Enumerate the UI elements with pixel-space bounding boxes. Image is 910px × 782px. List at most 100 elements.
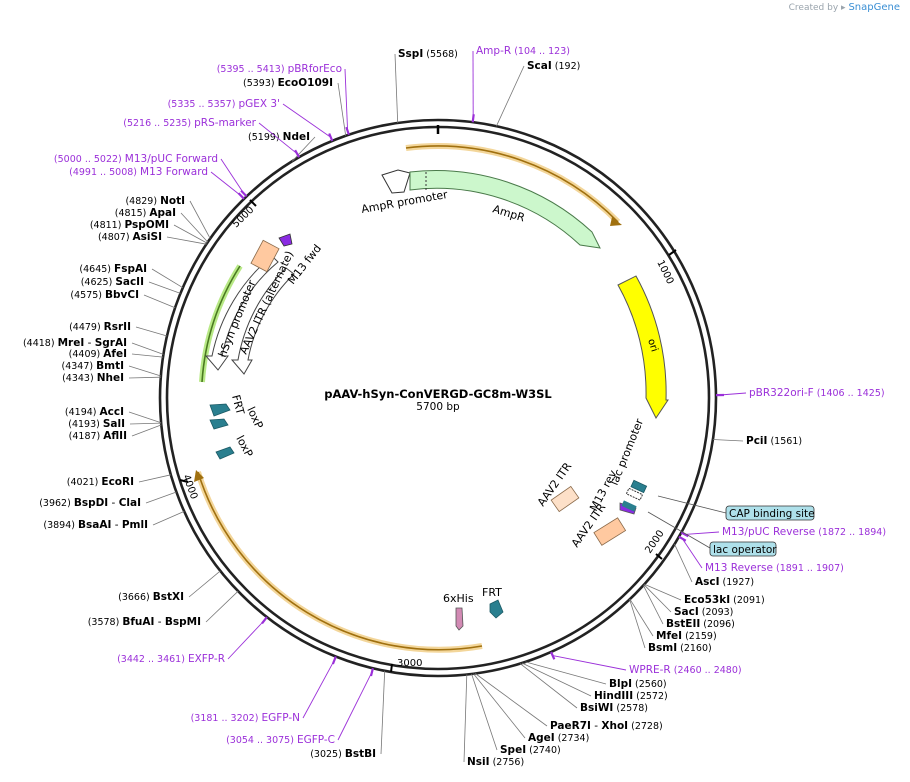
enzyme-label: BlpI (2560) [609, 678, 667, 690]
enzyme-pcii: PciI (1561) [712, 435, 802, 447]
primer-amp-r: Amp-R (104 .. 123) [471, 45, 570, 123]
enzyme-sspi: SspI (5568) [394, 48, 458, 123]
enzyme-label: AscI (1927) [695, 576, 754, 588]
feature-label-six-his: 6xHis [443, 592, 474, 605]
primer-pbrforeco: (5395 .. 5413) pBRforEco [217, 63, 350, 136]
primer-egfp-c: (3054 .. 3075) EGFP-C [226, 668, 374, 746]
enzyme-label: (3962) BspDI - ClaI [39, 497, 141, 509]
enzyme-label: (4021) EcoRI [67, 476, 134, 488]
enzyme-bspdi-clai: (3962) BspDI - ClaI [39, 491, 177, 509]
enzyme-label: SpeI (2740) [500, 744, 561, 756]
tick-5000: 5000 [230, 199, 257, 230]
enzyme-bfuai-bspmi: (3578) BfuAI - BspMI [88, 590, 239, 628]
enzyme-ecori: (4021) EcoRI [67, 474, 171, 488]
enzyme-label: PaeR7I - XhoI (2728) [550, 720, 663, 732]
primer-label: Amp-R (104 .. 123) [476, 45, 570, 57]
feature-label-ori: ori [645, 338, 659, 354]
tick-label-3000: 3000 [397, 658, 422, 669]
six-his-feature [455, 607, 464, 631]
feature-label-frt-bottom: FRT [482, 586, 502, 599]
enzyme-asisi: (4807) AsiSI [98, 231, 207, 245]
aav2-itr-alternate-arrow [230, 267, 295, 375]
aav2-itr-feature-1 [550, 485, 580, 513]
feature-label-loxp-upper: loxP [244, 405, 265, 431]
enzyme-bstbi: (3025) BstBI [310, 670, 386, 760]
feature-label-ampr-promoter: AmpR promoter [360, 188, 449, 216]
primer-wpre-r: WPRE-R (2460 .. 2480) [550, 651, 742, 676]
tick-2000: 2000 [643, 528, 667, 560]
enzyme-scai: ScaI (192) [496, 60, 580, 127]
enzyme-fspai: (4645) FspAI [79, 263, 184, 289]
enzyme-label: SacI (2093) [674, 606, 733, 618]
primer-label: (5335 .. 5357) pGEX 3' [168, 98, 280, 110]
primer-label: (5395 .. 5413) pBRforEco [217, 63, 342, 75]
enzyme-label: (4347) BmtI [62, 360, 124, 372]
enzyme-label: (5199) NdeI [248, 131, 310, 143]
primer-pgex-3: (5335 .. 5357) pGEX 3' [168, 98, 334, 142]
primer-m13-puc-reverse: M13/pUC Reverse (1872 .. 1894) [680, 526, 886, 538]
enzyme-label: Eco53kI (2091) [684, 594, 765, 606]
snapgene-logo-icon: ▸ [841, 3, 846, 13]
primer-m13-puc-forward: (5000 .. 5022) M13/pUC Forward [54, 153, 248, 198]
m13-fwd-feature [278, 233, 293, 247]
backbone-outer [158, 118, 718, 678]
lac-operator-label: lac operator [713, 544, 777, 556]
enzyme-afei: (4409) AfeI [69, 348, 164, 360]
primer-label: (5216 .. 5235) pRS-marker [123, 117, 256, 129]
ampr-feature-arrow [409, 170, 601, 249]
enzyme-bstxi: (3666) BstXI [118, 570, 221, 603]
tick-1000: 1000 [654, 249, 677, 286]
tick-label-2000: 2000 [643, 528, 666, 555]
plasmid-name: pAAV-hSyn-ConVERGD-GC8m-W3SL [324, 387, 552, 401]
enzyme-aflii: (4187) AflII [69, 424, 162, 442]
enzyme-rsrii: (4479) RsrII [69, 321, 168, 337]
enzyme-asci: AscI (1927) [674, 543, 754, 588]
amp-r-promoter-arrow [381, 169, 411, 194]
lac-promoter-feature [625, 487, 644, 501]
enzyme-label: (4479) RsrII [69, 321, 131, 333]
enzyme-blpi: BlpI (2560) [525, 661, 667, 690]
primer-label: (4991 .. 5008) M13 Forward [69, 166, 208, 178]
credit-brand: SnapGene [848, 2, 900, 13]
enzyme-eco53ki: Eco53kI (2091) [644, 583, 765, 606]
primer-layer: Amp-R (104 .. 123) (5395 .. 5413) pBRforE… [54, 45, 886, 746]
orf-arc-bottom [197, 471, 483, 651]
enzyme-label: PciI (1561) [746, 435, 802, 447]
green-arc [201, 265, 241, 383]
orf-arc-top [405, 145, 619, 223]
ori-feature-arrow [617, 275, 669, 419]
enzyme-ndei: (5199) NdeI [248, 131, 316, 162]
enzyme-acci: (4194) AccI [65, 406, 162, 424]
primer-label: (3054 .. 3075) EGFP-C [226, 734, 335, 746]
enzyme-label: HindIII (2572) [594, 690, 668, 702]
enzyme-label: (4409) AfeI [69, 348, 127, 360]
primer-label: (5000 .. 5022) M13/pUC Forward [54, 153, 218, 165]
enzyme-label: AgeI (2734) [528, 732, 589, 744]
enzyme-label: (4193) SalI [68, 418, 125, 430]
credit-prefix: Created by [788, 3, 839, 13]
enzyme-label: (4575) BbvCI [70, 289, 139, 301]
enzyme-noti: (4829) NotI [125, 195, 211, 239]
enzyme-bbvci: (4575) BbvCI [70, 289, 176, 309]
aav2-itr-feature-2 [593, 517, 627, 546]
enzyme-bmti: (4347) BmtI [62, 360, 162, 377]
credit: Created by ▸ SnapGene [789, 2, 900, 13]
enzyme-label: (3666) BstXI [118, 591, 184, 603]
enzyme-spei: SpeI (2740) [471, 673, 561, 756]
primer-egfp-n: (3181 .. 3202) EGFP-N [191, 656, 337, 724]
enzyme-mrei-sgrai: (4418) MreI - SgrAI [23, 337, 164, 355]
enzyme-bsteii: BstEII (2096) [643, 585, 735, 630]
enzyme-layer: SspI (5568)ScaI (192)(5393) EcoO109I(519… [23, 48, 802, 768]
loxp-feature-lower [215, 446, 235, 460]
enzyme-label: (4625) SacII [81, 276, 144, 288]
cap-binding-site-marker [630, 479, 648, 494]
enzyme-pspomi: (4811) PspOMI [90, 219, 208, 244]
primer-label: pBR322ori-F (1406 .. 1425) [749, 387, 885, 399]
primer-prs-marker: (5216 .. 5235) pRS-marker [123, 117, 301, 158]
enzyme-label: (4343) NheI [62, 372, 124, 384]
enzyme-sacii: (4625) SacII [81, 276, 181, 294]
enzyme-label: (4645) FspAI [79, 263, 147, 275]
lac-operator-callout: lac operator [647, 511, 777, 557]
frt-feature-bottom [489, 599, 504, 619]
primer-label: M13 Reverse (1891 .. 1907) [705, 562, 844, 574]
